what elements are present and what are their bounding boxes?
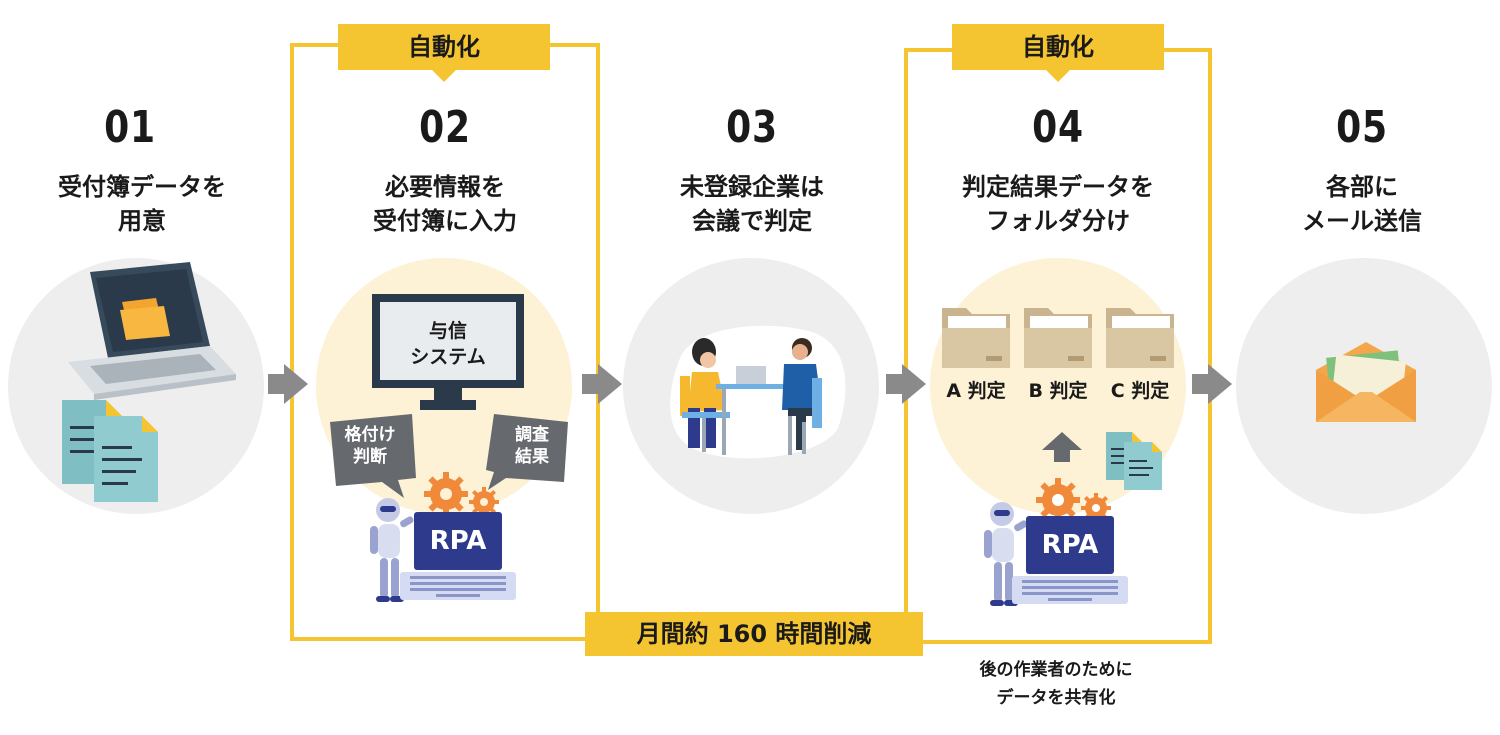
folder-icon	[1024, 308, 1092, 368]
arrow-up-icon	[1042, 432, 1082, 462]
folder-label: C 判定	[1110, 380, 1170, 402]
flow-arrow-icon	[886, 364, 926, 404]
robot-icon	[370, 498, 414, 602]
folder-label: A 判定	[946, 380, 1006, 402]
rpa-laptop-icon	[1012, 516, 1128, 604]
flow-arrow-icon	[1192, 364, 1232, 404]
folder-icon	[1106, 308, 1174, 368]
step-title: 各部に メール送信	[1302, 173, 1422, 235]
monitor-text: 与信 システム	[410, 320, 486, 368]
bubble-text: 調査 結果	[515, 425, 549, 467]
laptop-icon	[68, 262, 236, 400]
speech-bubble-icon	[486, 414, 568, 490]
rpa-label: RPA	[1041, 530, 1099, 560]
step-title: 判定結果データを フォルダ分け	[962, 173, 1154, 235]
step-number: 01	[104, 102, 156, 153]
bubble-text: 格付け 判断	[344, 425, 396, 467]
rpa-laptop-icon	[400, 512, 516, 600]
document-icon	[1106, 432, 1162, 490]
rpa-label: RPA	[429, 526, 487, 556]
meeting-icon	[670, 325, 846, 459]
speech-bubble-icon	[330, 414, 416, 498]
gear-icon	[1036, 478, 1111, 522]
flow-arrow-icon	[268, 364, 308, 404]
automation-tag: 自動化	[952, 24, 1164, 82]
document-icon	[62, 400, 158, 502]
step-number: 05	[1336, 102, 1388, 153]
robot-icon	[984, 502, 1028, 606]
step-title: 必要情報を 受付簿に入力	[373, 173, 517, 235]
reduction-banner: 月間約 160 時間削減	[585, 612, 923, 656]
step-number: 04	[1032, 102, 1084, 153]
step-number: 02	[419, 102, 471, 153]
folder-label: B 判定	[1028, 380, 1088, 402]
folder-icon	[942, 308, 1010, 368]
gear-icon	[424, 472, 499, 516]
automation-tag: 自動化	[338, 24, 550, 82]
flow-arrow-icon	[582, 364, 622, 404]
step-title: 受付簿データを 用意	[58, 173, 226, 235]
step-number: 03	[726, 102, 778, 153]
step-note: 後の作業者のために データを共有化	[979, 660, 1133, 708]
envelope-icon	[1316, 342, 1416, 422]
step-title: 未登録企業は 会議で判定	[680, 173, 824, 235]
monitor-icon	[372, 294, 524, 410]
